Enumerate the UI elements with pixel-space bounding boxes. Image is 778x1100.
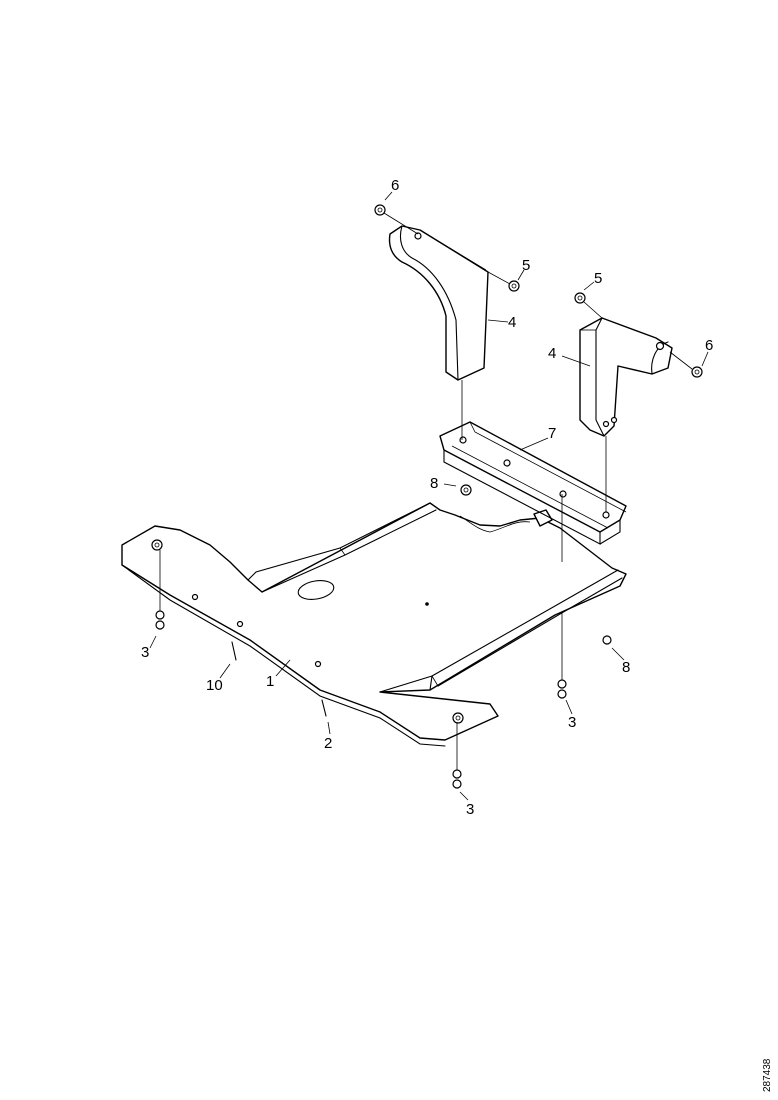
assembly-lines	[159, 380, 607, 772]
upright-bracket-left	[388, 225, 489, 381]
drawing-reference-number: 287438	[762, 1058, 773, 1092]
callout-7-cross-member: 7	[548, 425, 556, 442]
callout-4-right-bracket: 4	[548, 345, 556, 362]
callout-8-right: 8	[622, 659, 630, 676]
callout-3-bottom: 3	[466, 801, 474, 818]
callout-5-top: 5	[522, 257, 530, 274]
leader-lines	[149, 191, 709, 801]
callout-2: 2	[324, 735, 332, 752]
cross-member	[439, 421, 627, 545]
callout-10: 10	[206, 677, 223, 694]
upright-bracket-right	[579, 317, 673, 437]
callout-6-right: 6	[705, 337, 713, 354]
base-plate	[121, 502, 627, 747]
callout-8-middle: 8	[430, 475, 438, 492]
hardware	[155, 204, 703, 789]
callout-4-left-bracket: 4	[508, 314, 516, 331]
callout-5-right: 5	[594, 270, 602, 287]
callout-6-top: 6	[391, 177, 399, 194]
callout-1-base-plate: 1	[266, 673, 274, 690]
callout-3-right: 3	[568, 714, 576, 731]
callout-labels: 6 5 4 5 4 6 7 8 3 10 1 2 3 8 3	[141, 177, 713, 818]
callout-3-left: 3	[141, 644, 149, 661]
